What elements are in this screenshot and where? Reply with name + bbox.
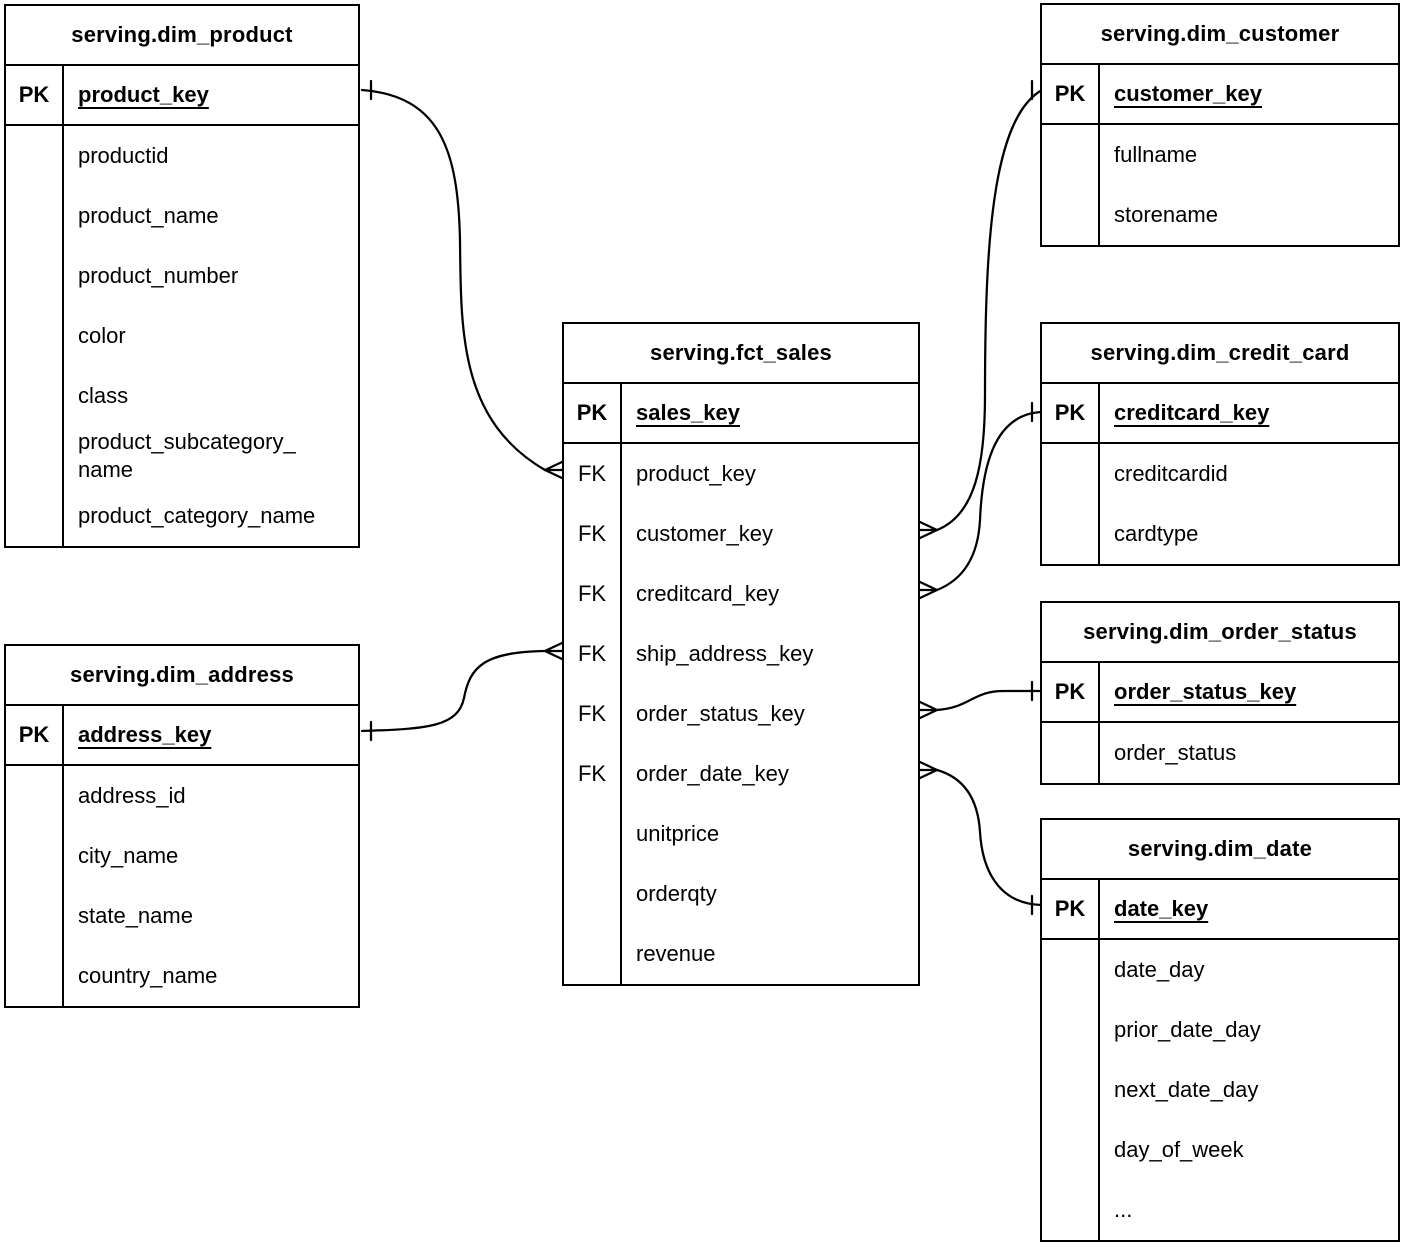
pk-label: PK (1042, 65, 1100, 123)
field-row: unitprice (564, 804, 918, 864)
fk-label: FK (564, 684, 622, 744)
pk-label: PK (6, 706, 64, 764)
crow-foot-sales-order-status-key (918, 700, 939, 720)
field-row: order_status (1042, 723, 1398, 783)
connector-sales-to-date (935, 768, 1044, 907)
field-row: creditcardid (1042, 444, 1398, 504)
field-row: product_category_name (6, 486, 358, 546)
pk-row: PK date_key (1042, 880, 1398, 940)
fk-label: FK (564, 444, 622, 504)
pk-row: PK customer_key (1042, 65, 1398, 125)
field-row: product_subcategory_ name (6, 426, 358, 486)
table-dim-date[interactable]: serving.dim_date PK date_key date_day pr… (1040, 818, 1400, 1242)
table-title: serving.dim_credit_card (1042, 324, 1398, 384)
table-title: serving.dim_product (6, 6, 358, 66)
table-dim-credit-card[interactable]: serving.dim_credit_card PK creditcard_ke… (1040, 322, 1400, 566)
field-row: day_of_week (1042, 1120, 1398, 1180)
table-title: serving.dim_customer (1042, 5, 1398, 65)
pk-label: PK (6, 66, 64, 124)
table-title: serving.dim_order_status (1042, 603, 1398, 663)
pk-field: sales_key (636, 400, 740, 425)
field-row: fullname (1042, 125, 1398, 185)
field-row: next_date_day (1042, 1060, 1398, 1120)
pk-field: customer_key (1114, 81, 1262, 106)
table-body: fullname storename (1042, 125, 1398, 245)
pk-field: address_key (78, 722, 212, 747)
table-body: creditcardid cardtype (1042, 444, 1398, 564)
pk-field: date_key (1114, 896, 1209, 921)
field-row: product_name (6, 186, 358, 246)
crow-foot-sales-order-date-key (918, 760, 939, 780)
fk-label: FK (564, 564, 622, 624)
connector-sales-to-customer (935, 88, 1044, 532)
field-row: country_name (6, 946, 358, 1006)
pk-label: PK (1042, 663, 1100, 721)
table-body: date_day prior_date_day next_date_day da… (1042, 940, 1398, 1240)
table-dim-order-status[interactable]: serving.dim_order_status PK order_status… (1040, 601, 1400, 785)
field-row: state_name (6, 886, 358, 946)
crow-foot-sales-product-key (543, 460, 564, 480)
connector-product-to-sales (360, 88, 547, 472)
pk-row: PK creditcard_key (1042, 384, 1398, 444)
field-row: ... (1042, 1180, 1398, 1240)
pk-row: PK product_key (6, 66, 358, 126)
crow-foot-sales-customer-key (918, 520, 939, 540)
pk-field: creditcard_key (1114, 400, 1270, 425)
field-row: prior_date_day (1042, 1000, 1398, 1060)
field-row: revenue (564, 924, 918, 984)
table-title: serving.dim_date (1042, 820, 1398, 880)
field-row: class (6, 366, 358, 426)
table-body: productid product_name product_number co… (6, 126, 358, 546)
table-body: address_id city_name state_name country_… (6, 766, 358, 1006)
table-dim-product[interactable]: serving.dim_product PK product_key produ… (4, 4, 360, 548)
pk-row: PK order_status_key (1042, 663, 1398, 723)
pk-field: order_status_key (1114, 679, 1297, 704)
field-row: date_day (1042, 940, 1398, 1000)
field-row: color (6, 306, 358, 366)
pk-row: PK sales_key (564, 384, 918, 444)
field-row: productid (6, 126, 358, 186)
table-body: order_status (1042, 723, 1398, 783)
fk-label: FK (564, 504, 622, 564)
pk-label: PK (564, 384, 622, 442)
table-dim-address[interactable]: serving.dim_address PK address_key addre… (4, 644, 360, 1008)
table-title: serving.fct_sales (564, 324, 918, 384)
field-row: orderqty (564, 864, 918, 924)
fk-label: FK (564, 624, 622, 684)
connector-sales-to-order-status (935, 689, 1044, 712)
fk-label: FK (564, 744, 622, 804)
pk-row: PK address_key (6, 706, 358, 766)
connector-address-to-sales (360, 649, 547, 733)
pk-label: PK (1042, 880, 1100, 938)
field-row: product_number (6, 246, 358, 306)
table-title: serving.dim_address (6, 646, 358, 706)
pk-field: product_key (78, 82, 209, 107)
field-row: address_id (6, 766, 358, 826)
field-row: city_name (6, 826, 358, 886)
crow-foot-sales-creditcard-key (918, 580, 939, 600)
field-row: cardtype (1042, 504, 1398, 564)
pk-label: PK (1042, 384, 1100, 442)
table-dim-customer[interactable]: serving.dim_customer PK customer_key ful… (1040, 3, 1400, 247)
field-row: storename (1042, 185, 1398, 245)
connector-sales-to-credit-card (935, 410, 1044, 592)
crow-foot-sales-ship-address-key (543, 641, 564, 661)
